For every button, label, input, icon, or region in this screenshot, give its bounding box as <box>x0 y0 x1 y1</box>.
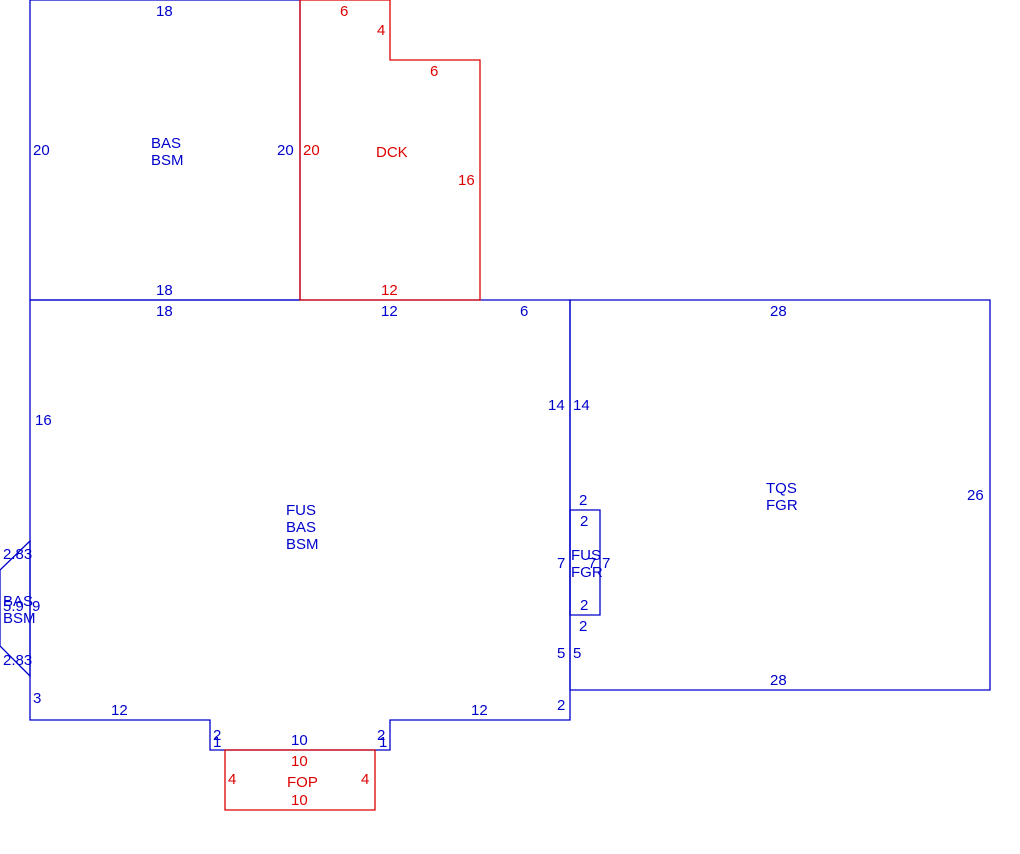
dimension-label: 14 <box>548 397 565 414</box>
dimension-label: 5.9 <box>3 598 24 615</box>
bay-outline <box>0 539 31 678</box>
dimension-label: 18 <box>156 3 173 20</box>
area-label-line: DCK <box>376 144 408 161</box>
dimension-label: 1 <box>379 734 387 751</box>
fop-outline <box>224 749 376 811</box>
dimension-label: 6 <box>430 63 438 80</box>
dimension-label: 18 <box>156 282 173 299</box>
dimension-label: 2 <box>580 597 588 614</box>
area-label-line: FUS <box>286 502 316 519</box>
dimension-label: 5 <box>573 645 581 662</box>
dimension-label: 7 <box>588 555 596 572</box>
dimension-label: 10 <box>291 753 308 770</box>
dimension-label: 7 <box>557 555 565 572</box>
fop-area-label: FOP <box>287 774 318 791</box>
area-label-line: BSM <box>151 152 184 169</box>
dimension-label: 2.83 <box>3 652 32 669</box>
dimension-label: 12 <box>381 282 398 299</box>
dimension-label: 16 <box>35 412 52 429</box>
dimension-label: 4 <box>361 771 369 788</box>
dimension-label: 20 <box>277 142 294 159</box>
area-label-line: FGR <box>766 497 798 514</box>
dimension-label: 12 <box>111 702 128 719</box>
dimension-label: 2 <box>557 697 565 714</box>
dimension-label: 20 <box>33 142 50 159</box>
area-label-line: FGR <box>571 564 603 581</box>
dimension-label: 2 <box>213 727 221 744</box>
dimension-label: 12 <box>471 702 488 719</box>
dimension-label: 1 <box>213 734 221 751</box>
dimension-label: 14 <box>573 397 590 414</box>
dimension-label: 12 <box>381 303 398 320</box>
dimension-label: 28 <box>770 303 787 320</box>
small-outline <box>569 509 601 616</box>
dimension-label: 2 <box>579 492 587 509</box>
dimension-label: 3 <box>33 690 41 707</box>
dimension-label: 2 <box>377 727 385 744</box>
dimension-label: 18 <box>156 303 173 320</box>
dimension-label: 26 <box>967 487 984 504</box>
dck-area-label: DCK <box>376 144 408 161</box>
area-label-line: FOP <box>287 774 318 791</box>
dimension-label: 2 <box>580 513 588 530</box>
area-label-line: BSM <box>3 610 36 627</box>
dck-outline <box>299 0 481 301</box>
area-label-line: BAS <box>3 593 33 610</box>
dimension-label: 2 <box>579 618 587 635</box>
dimension-label: 16 <box>458 172 475 189</box>
dimension-label: 10 <box>291 732 308 749</box>
area-label-line: BAS <box>286 519 316 536</box>
area-label-line: BSM <box>286 536 319 553</box>
dimension-label: 2.83 <box>3 546 32 563</box>
area-label-line: FUS <box>571 547 601 564</box>
dimension-label: 6 <box>340 3 348 20</box>
dimension-label: 28 <box>770 672 787 689</box>
dimension-label: 4 <box>228 771 236 788</box>
dimension-label: 7 <box>602 555 610 572</box>
area-label-line: BAS <box>151 135 181 152</box>
dimension-label: 5 <box>557 645 565 662</box>
dimension-label: 9 <box>32 598 40 615</box>
dimension-label: 6 <box>520 303 528 320</box>
area-label-line: TQS <box>766 480 797 497</box>
dimension-label: 20 <box>303 142 320 159</box>
dimension-label: 10 <box>291 792 308 809</box>
dimension-label: 4 <box>377 22 385 39</box>
